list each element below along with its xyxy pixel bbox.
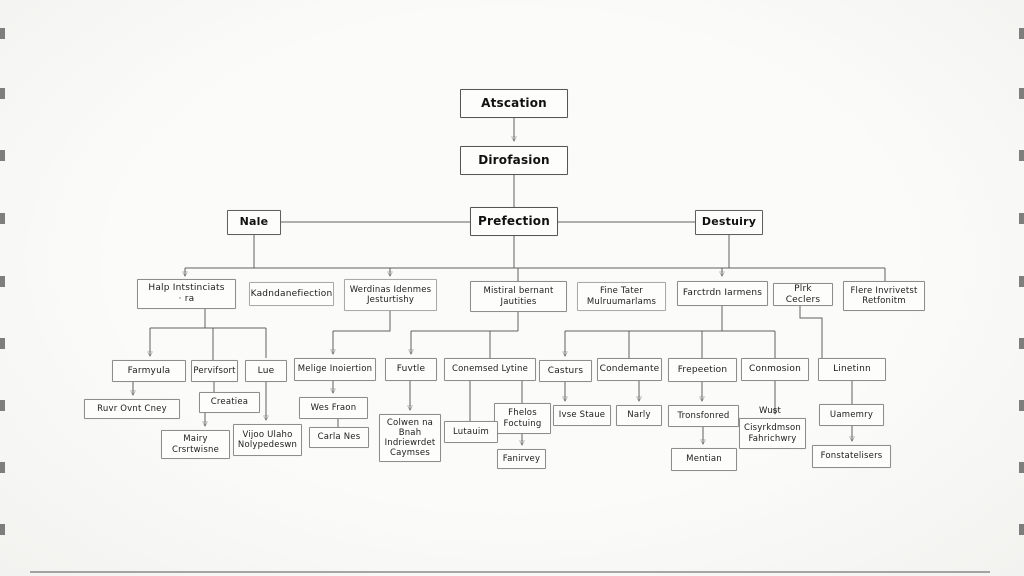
film-edge-mark [0,276,5,287]
node-casturs: Casturs [539,360,592,382]
node-linetinn: Linetinn [818,358,886,381]
film-edge-mark [0,400,5,411]
node-werdinas: Werdinas Idenmes Jesturtishy [344,279,437,311]
node-destuiry: Destuiry [695,210,763,235]
node-wes-fraon: Wes Fraon [299,397,368,419]
node-conmosion: Conmosion [741,358,809,381]
film-edge-mark [0,338,5,349]
node-narly: Narly [616,405,662,426]
film-edge-mark [1019,462,1024,473]
film-edge-mark [1019,213,1024,224]
node-pervifsort: Pervifsort [191,360,238,382]
film-edge-mark [0,462,5,473]
node-mentian: Mentian [671,448,737,471]
node-plrtk: Plrk Ceclers [773,283,833,306]
node-ivse-staue: Ivse Staue [553,405,611,426]
film-edge-mark [1019,88,1024,99]
node-lutauim: Lutauim [444,421,498,443]
film-edge-mark [0,524,5,535]
film-edge-mark [1019,28,1024,39]
node-vijoo: Vijoo Ulaho Nolypedeswn [233,424,302,456]
node-kadndanefiection: Kadndanefiection [249,282,334,306]
node-mistiral: Mistiral bernant Jautities [470,281,567,312]
node-wust-label: Wust [758,406,782,416]
node-halp: Halp Intstinciats · ra [137,279,236,309]
film-edge-mark [1019,400,1024,411]
node-prefection: Prefection [470,207,558,236]
node-flere: Flere Invrivetst Retfonitm [843,281,925,311]
node-fine-tater: Fine Tater Mulruumarlams [577,282,666,311]
node-fhelos: Fhelos Foctuing [494,403,551,434]
node-dirofasion: Dirofasion [460,146,568,175]
node-fanirvey: Fanirvey [497,449,546,469]
film-edge-mark [1019,338,1024,349]
film-edge-mark [0,213,5,224]
node-frepeetion: Frepeetion [668,358,737,382]
node-nale: Nale [227,210,281,235]
node-cisyrkdmson: Cisyrkdmson Fahrichwry [739,418,806,449]
film-edge-mark [1019,150,1024,161]
node-conemsed: Conemsed Lytine [444,358,536,381]
bottom-scan-artifact [30,571,990,573]
node-uamemry: Uamemry [819,404,884,426]
node-atscation: Atscation [460,89,568,118]
film-edge-mark [0,28,5,39]
node-carla-nes: Carla Nes [309,427,369,448]
film-edge-mark [1019,276,1024,287]
node-mairy: Mairy Crsrtwisne [161,430,230,459]
node-ruvr: Ruvr Ovnt Cney [84,399,180,419]
node-fonstatelisers: Fonstatelisers [812,445,891,468]
node-lue: Lue [245,360,287,382]
node-farctrdn: Farctrdn Iarmens [677,281,768,306]
node-colwen: Colwen na Bnah Indriewrdet Caymses [379,414,441,462]
film-edge-mark [1019,524,1024,535]
node-tronsfonred: Tronsfonred [668,405,739,427]
film-edge-mark [0,88,5,99]
film-edge-mark [0,150,5,161]
node-fuvtle: Fuvtle [385,358,437,381]
node-creatiea: Creatiea [199,392,260,413]
node-condemante: Condemante [597,358,662,381]
node-melige: Melige Inoiertion [294,358,376,381]
node-farmyula: Farmyula [112,360,186,382]
